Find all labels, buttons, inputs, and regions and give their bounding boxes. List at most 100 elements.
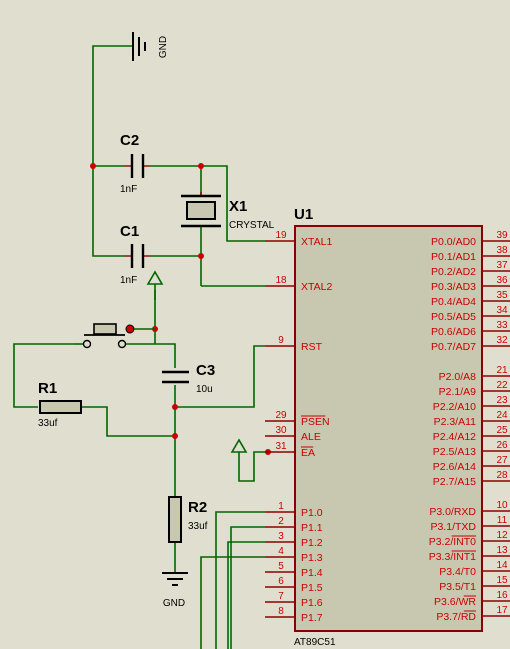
pin-number: 8 xyxy=(278,606,284,617)
power-arrow-ea[interactable] xyxy=(230,438,248,453)
pin-name: P2.4/A12 xyxy=(433,431,476,443)
pin-number: 18 xyxy=(275,275,287,286)
pin-number: 29 xyxy=(275,410,287,421)
pin-left[interactable]: 2P1.1 xyxy=(265,516,323,534)
pin-name: P1.0 xyxy=(301,507,323,519)
ground-symbol-bottom[interactable]: GND xyxy=(162,572,188,609)
pin-name: P1.2 xyxy=(301,537,323,549)
pin-left[interactable]: 5P1.4 xyxy=(265,561,323,579)
pin-number: 28 xyxy=(496,470,508,481)
left-pins: 19XTAL118XTAL29RST29PSEN30ALE31EA1P1.02P… xyxy=(265,230,332,624)
pin-left[interactable]: 4P1.3 xyxy=(265,546,323,564)
pin-number: 13 xyxy=(496,545,508,556)
capacitor-c3[interactable]: C3 10u xyxy=(162,362,215,395)
pin-number: 38 xyxy=(496,245,508,256)
ground-symbol-top[interactable]: GND xyxy=(132,32,169,61)
pin-left[interactable]: 1P1.0 xyxy=(265,501,323,519)
p11-wire xyxy=(230,526,265,649)
pin-number: 31 xyxy=(275,441,287,452)
r2-value: 33uf xyxy=(188,521,208,532)
resistor-r2[interactable]: R2 33uf xyxy=(168,496,208,543)
pin-number: 12 xyxy=(496,530,508,541)
pin-number: 30 xyxy=(275,425,287,436)
pin-number: 16 xyxy=(496,590,508,601)
rst-wire xyxy=(175,345,265,408)
xtal1-wire xyxy=(201,165,265,242)
power-arrow-reset[interactable] xyxy=(146,270,164,300)
pin-name: P1.1 xyxy=(301,522,323,534)
pin-name: P2.5/A13 xyxy=(433,446,476,458)
pin-number: 19 xyxy=(275,230,287,241)
r1-value: 33uf xyxy=(38,418,58,429)
pin-name: P0.1/AD1 xyxy=(431,251,476,263)
resistor-r1[interactable]: R1 33uf xyxy=(38,380,82,429)
pin-number: 23 xyxy=(496,395,508,406)
capacitor-c2[interactable]: C2 1nF xyxy=(120,132,150,195)
capacitor-c1[interactable]: C1 1nF xyxy=(120,223,150,286)
pin-left[interactable]: 3P1.2 xyxy=(265,531,323,549)
pin-left[interactable]: 8P1.7 xyxy=(265,606,323,624)
crystal-x1[interactable]: X1 CRYSTAL xyxy=(181,192,275,231)
pin-number: 11 xyxy=(497,515,508,526)
pin-name: P2.7/A15 xyxy=(433,476,476,488)
pin-number: 9 xyxy=(278,335,284,346)
pin-left[interactable]: 7P1.6 xyxy=(265,591,323,609)
c3-ref: C3 xyxy=(196,362,215,379)
pin-number: 4 xyxy=(278,546,284,557)
pin-name: P0.5/AD5 xyxy=(431,311,476,323)
reset-button[interactable] xyxy=(74,323,155,349)
c3-value: 10u xyxy=(196,384,213,395)
pin-name: P2.3/A11 xyxy=(434,416,477,428)
pin-number: 3 xyxy=(278,531,284,542)
pin-name: PSEN xyxy=(301,416,330,428)
pin-left[interactable]: 6P1.5 xyxy=(265,576,323,594)
pin-name: P2.0/A8 xyxy=(439,371,477,383)
p10-wire xyxy=(215,511,265,649)
junction xyxy=(198,253,204,259)
microcontroller-u1[interactable]: U1 AT89C51 19XTAL118XTAL29RST29PSEN30ALE… xyxy=(265,206,510,648)
pin-name: XTAL1 xyxy=(301,236,332,248)
junction xyxy=(198,163,204,169)
pin-number: 39 xyxy=(496,230,508,241)
pin-number: 7 xyxy=(278,591,284,602)
pin-name: ALE xyxy=(301,431,321,443)
p13-wire xyxy=(200,556,265,649)
u1-ref: U1 xyxy=(294,206,313,223)
pin-name: P0.3/AD3 xyxy=(431,281,476,293)
pin-number: 36 xyxy=(496,275,508,286)
pin-name: P3.4/T0 xyxy=(439,566,476,578)
pin-number: 15 xyxy=(496,575,508,586)
pin-name: P1.6 xyxy=(301,597,323,609)
ground-label-top: GND xyxy=(158,36,169,58)
